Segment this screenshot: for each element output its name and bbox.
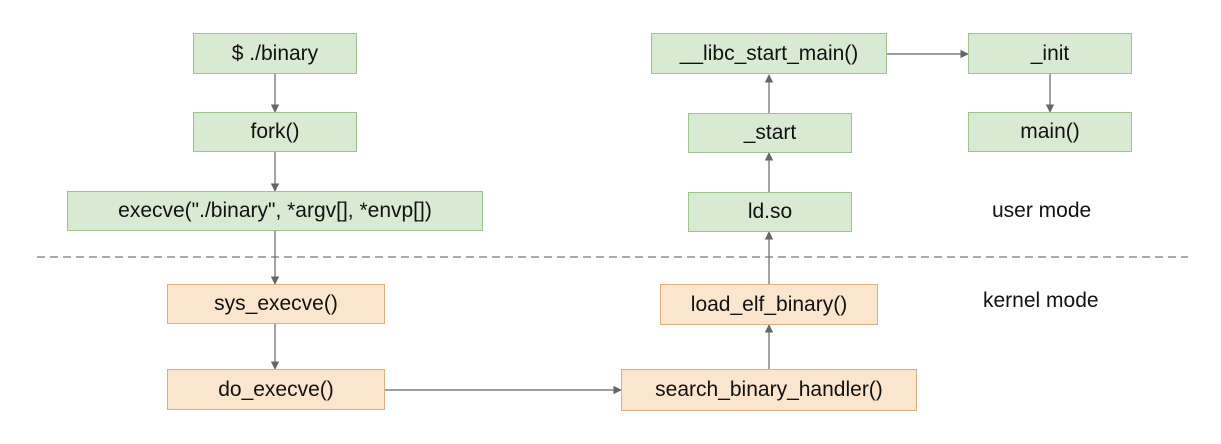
node-load-elf-binary: load_elf_binary() <box>660 284 878 325</box>
node-fork: fork() <box>193 112 357 152</box>
node-main: main() <box>968 112 1132 152</box>
node-init: _init <box>968 33 1132 74</box>
node-ldso: ld.so <box>688 192 852 232</box>
user-mode-label: user mode <box>992 199 1092 222</box>
node-libc-start-main: __libc_start_main() <box>651 33 887 74</box>
node-search-binary-handler: search_binary_handler() <box>621 369 917 411</box>
node-execve: execve("./binary", *argv[], *envp[]) <box>67 191 483 231</box>
node-sys-execve: sys_execve() <box>167 284 385 324</box>
node-start: _start <box>688 113 852 153</box>
node-do-execve: do_execve() <box>167 369 385 410</box>
kernel-mode-label: kernel mode <box>983 289 1099 312</box>
node-binary: $ ./binary <box>193 33 357 74</box>
